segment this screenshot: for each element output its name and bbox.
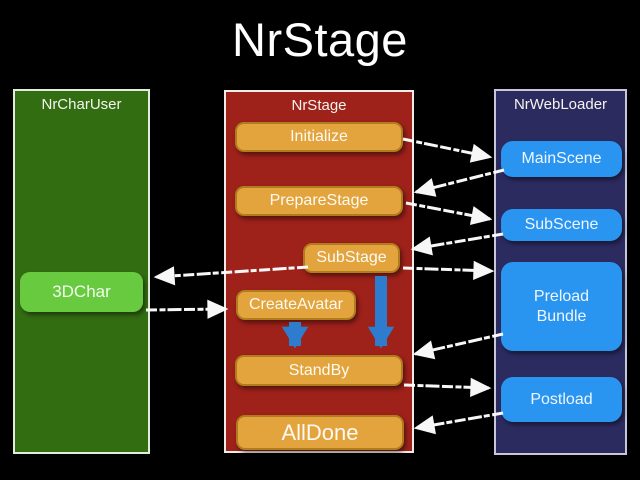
arrow-preloadbundle-to-standby — [412, 332, 504, 360]
node-mainscene: MainScene — [501, 141, 622, 177]
panel-nrcharuser: NrCharUser 3DChar — [13, 89, 150, 454]
arrow-postload-to-alldone — [413, 411, 504, 435]
arrow-3dchar-to-createavatar — [145, 299, 229, 319]
node-preparestage: PrepareStage — [235, 186, 403, 216]
panel-nrwebloader-title: NrWebLoader — [513, 96, 608, 113]
node-3dchar: 3DChar — [20, 272, 143, 312]
node-initialize: Initialize — [235, 122, 403, 152]
panel-nrstage: NrStage Initialize PrepareStage SubStage… — [224, 90, 414, 453]
node-substage: SubStage — [303, 243, 400, 273]
arrow-preparestage-to-subscene — [405, 201, 493, 225]
slide-title: NrStage — [232, 13, 408, 66]
node-preload-bundle: Preload Bundle — [501, 262, 622, 351]
panel-nrstage-title: NrStage — [291, 97, 347, 114]
node-standby: StandBy — [235, 355, 403, 386]
arrow-standby-to-postload — [403, 377, 492, 397]
arrow-mainscene-to-preparestage — [413, 168, 505, 197]
node-postload: Postload — [501, 377, 622, 422]
node-alldone: AllDone — [236, 415, 404, 450]
node-createavatar: CreateAvatar — [236, 290, 356, 320]
arrow-substage-to-preloadbundle — [402, 260, 495, 280]
panel-nrwebloader: NrWebLoader MainScene SubScene Preload B… — [494, 89, 627, 455]
arrow-initialize-to-mainscene — [402, 137, 493, 163]
node-subscene: SubScene — [501, 209, 622, 241]
panel-nrcharuser-title: NrCharUser — [41, 96, 122, 113]
arrow-subscene-to-substage — [410, 232, 504, 256]
